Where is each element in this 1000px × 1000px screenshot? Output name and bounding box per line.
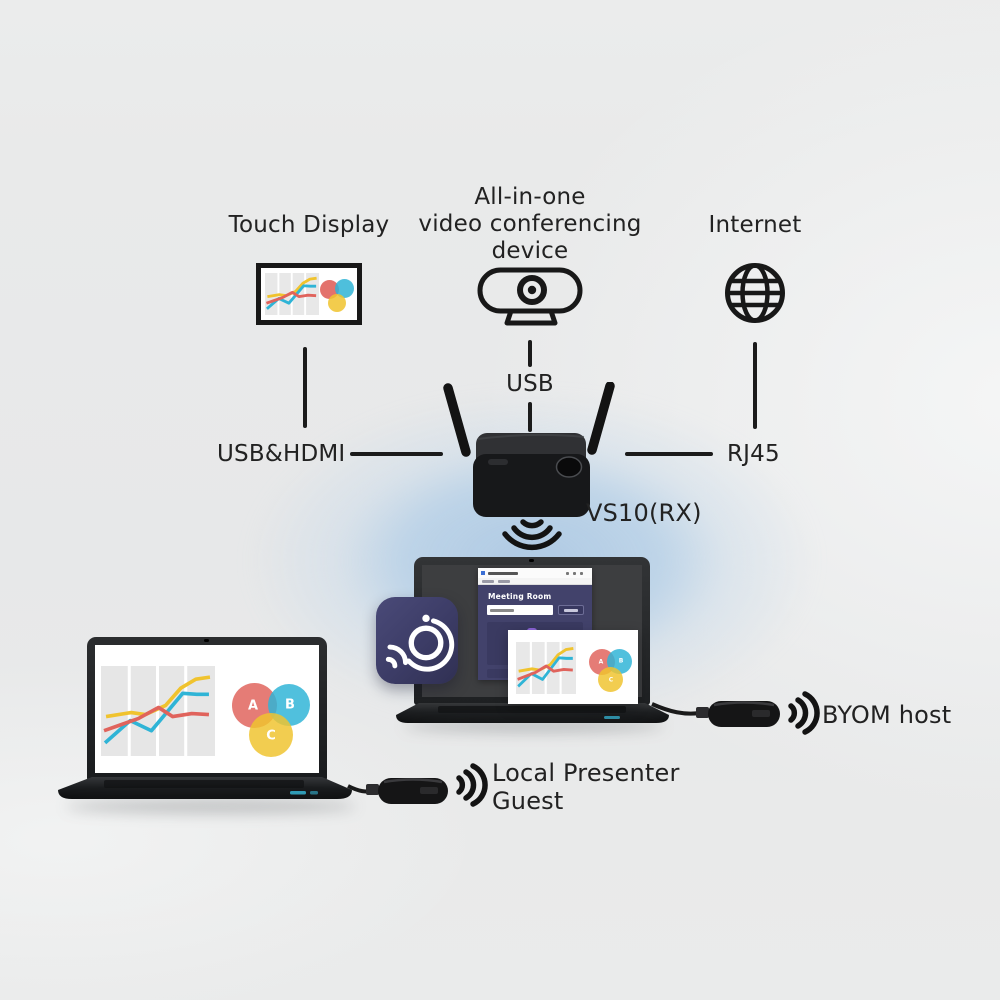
byom-dongle-button — [651, 701, 780, 727]
app-titlebar — [478, 568, 592, 578]
app-menubar — [478, 578, 592, 585]
app-titlebar-icon — [481, 571, 485, 575]
touch-display-icon — [256, 263, 362, 325]
casting-app-glyph — [385, 614, 455, 672]
receiver-model-label: VS10(RX) — [586, 499, 702, 527]
app-title-text-hint — [488, 572, 518, 575]
shared-venn-yellow — [598, 667, 623, 692]
internet-label: Internet — [708, 212, 802, 238]
presenter-dongle-button — [347, 778, 448, 804]
usb-hdmi-line — [350, 452, 443, 456]
guest-venn-letter-b: B — [285, 697, 295, 713]
guest-laptop-webcam-dot — [204, 639, 209, 642]
mini-line-chart — [265, 273, 319, 315]
room-code-input — [487, 605, 553, 615]
button-text-hint — [564, 609, 578, 612]
shared-venn-letter-b: B — [618, 657, 624, 665]
byom-host-label: BYOM host — [822, 701, 952, 729]
local-presenter-label-line1: Local Presenter — [492, 759, 680, 787]
usb-label: USB — [506, 371, 554, 397]
mini-venn-yellow — [328, 294, 346, 312]
receiver-device — [443, 382, 615, 517]
rj45-label: RJ45 — [727, 441, 780, 467]
maximize-icon — [573, 572, 576, 575]
guest-venn-letter-c: C — [266, 728, 276, 744]
rj45-line — [625, 452, 713, 456]
host-laptop-webcam-dot — [529, 559, 534, 562]
byom-wifi-right-icon — [788, 691, 820, 735]
touch-display-label: Touch Display — [228, 212, 390, 238]
internet-connector-line — [753, 342, 757, 429]
guest-laptop-shadow — [66, 800, 356, 813]
shared-line-chart — [516, 642, 576, 694]
close-icon — [580, 572, 583, 575]
shared-venn-letter-a: A — [598, 658, 604, 666]
local-presenter-label-line2: Guest — [492, 787, 564, 815]
minimize-icon — [566, 572, 569, 575]
usb-hdmi-label: USB&HDMI — [217, 441, 346, 467]
webcam-connector-line-bottom — [528, 402, 532, 432]
shared-content-window: A B C — [508, 630, 638, 704]
host-laptop-shadow — [404, 720, 664, 732]
meeting-room-heading: Meeting Room — [488, 592, 552, 601]
input-text-hint — [490, 608, 514, 612]
display-connector-line — [303, 347, 307, 428]
host-laptop-base — [396, 703, 669, 723]
mini-venn-cyan — [335, 279, 354, 298]
webcam-connector-line-top — [528, 340, 532, 367]
guest-line-chart — [101, 666, 215, 756]
casting-app-icon — [376, 597, 458, 684]
join-button — [558, 605, 584, 615]
wifi-down-icon — [502, 519, 562, 551]
guest-venn-letter-a: A — [247, 698, 259, 714]
menu-item-hint — [498, 580, 510, 583]
conference-device-label: All-in-one video conferencing device — [418, 184, 642, 264]
menu-item-hint — [482, 580, 494, 583]
guest-venn-yellow — [249, 713, 293, 757]
webcam-icon — [477, 267, 583, 326]
guest-laptop-base — [58, 777, 352, 799]
shared-venn-letter-c: C — [608, 676, 614, 684]
globe-icon — [725, 263, 785, 323]
presenter-wifi-right-icon — [456, 763, 488, 807]
